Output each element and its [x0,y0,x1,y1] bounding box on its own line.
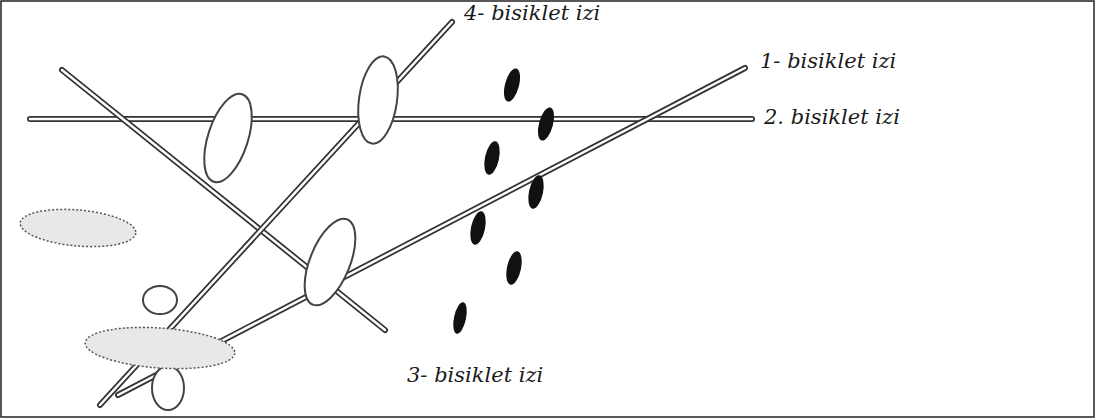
smudge [84,323,236,373]
footsteps [451,67,557,335]
smudged-prints [19,205,237,373]
track-label: 3- bisiklet izi [405,364,545,387]
shoe-print [143,286,177,314]
shoe-print [152,366,184,410]
footstep [482,140,503,176]
track-label: 1- bisiklet izi [758,50,898,73]
track-label: 4- bisiklet izi [462,2,602,25]
footstep [501,67,523,103]
footstep [535,106,557,142]
footstep [526,174,547,210]
smudge [19,205,138,251]
footstep [468,210,489,246]
track-gap [62,70,385,330]
track-label: 2. bisiklet izi [762,106,902,129]
bicycle-tracks [30,22,752,405]
shoe-print [353,54,403,146]
shoe-print [294,212,366,312]
shoe-print [195,88,261,188]
track-3 [62,70,385,330]
footstep [451,301,469,335]
track-line [62,70,385,330]
footstep [504,250,525,286]
